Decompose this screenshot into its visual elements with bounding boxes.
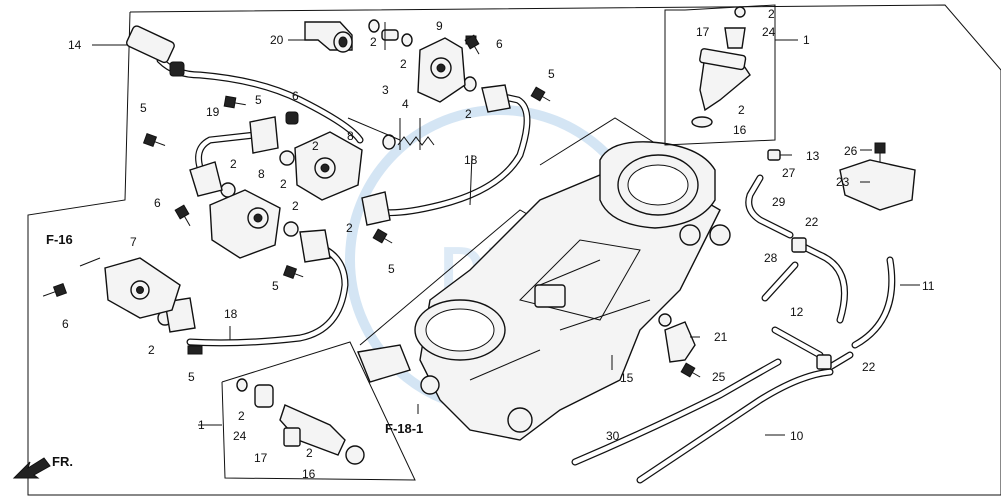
callout-22: 22 bbox=[862, 360, 876, 374]
callout-8: 8 bbox=[258, 167, 265, 181]
regulator-7 bbox=[104, 257, 181, 319]
callout-2: 2 bbox=[400, 57, 407, 71]
diagram-boundary bbox=[27, 4, 1001, 496]
callout-26: 26 bbox=[844, 144, 858, 158]
callout-23: 23 bbox=[836, 175, 850, 189]
bolts bbox=[42, 34, 886, 378]
callout-5: 5 bbox=[255, 93, 262, 107]
callout-6: 6 bbox=[62, 317, 69, 331]
callout-2: 2 bbox=[346, 221, 353, 235]
right-hoses bbox=[571, 149, 916, 484]
fuel-hose-assembly bbox=[126, 25, 364, 144]
bracket-8-lower bbox=[209, 189, 281, 259]
throttle-body-15 bbox=[357, 117, 731, 441]
callout-1: 1 bbox=[198, 418, 205, 432]
callout-6: 6 bbox=[292, 89, 299, 103]
callout-18: 18 bbox=[224, 307, 238, 321]
svg-text:FR.: FR. bbox=[52, 454, 73, 469]
callout-10: 10 bbox=[790, 429, 804, 443]
callout-5: 5 bbox=[272, 279, 279, 293]
ref-f16: F-16 bbox=[46, 232, 73, 247]
leader-lines bbox=[92, 22, 920, 436]
ref-f18-1: F-18-1 bbox=[385, 421, 423, 436]
callout-20: 20 bbox=[270, 33, 284, 47]
callout-17: 17 bbox=[254, 451, 268, 465]
callout-5: 5 bbox=[548, 67, 555, 81]
callout-19: 19 bbox=[206, 105, 220, 119]
callout-21: 21 bbox=[714, 330, 728, 344]
callout-18: 18 bbox=[464, 153, 478, 167]
callout-2: 2 bbox=[465, 107, 472, 121]
callout-24: 24 bbox=[762, 25, 776, 39]
callout-8: 8 bbox=[347, 129, 354, 143]
callout-3: 3 bbox=[382, 83, 389, 97]
callout-24: 24 bbox=[233, 429, 247, 443]
callout-9: 9 bbox=[436, 19, 443, 33]
callout-7: 7 bbox=[130, 235, 137, 249]
front-arrow: FR. bbox=[12, 454, 73, 479]
callout-2: 2 bbox=[148, 343, 155, 357]
callout-16: 16 bbox=[733, 123, 747, 137]
callout-5: 5 bbox=[188, 370, 195, 384]
callout-13: 13 bbox=[806, 149, 820, 163]
callout-2: 2 bbox=[280, 177, 287, 191]
fuel-pipe-19 bbox=[189, 116, 279, 197]
fuel-pipe-18-upper bbox=[361, 84, 531, 226]
callout-12: 12 bbox=[790, 305, 804, 319]
bracket-8-upper bbox=[294, 131, 363, 201]
callout-15: 15 bbox=[620, 371, 634, 385]
callout-5: 5 bbox=[140, 101, 147, 115]
adjusting-screw-4 bbox=[347, 117, 435, 146]
bracket-21 bbox=[664, 321, 696, 363]
fuel-pipe-18-lower bbox=[164, 229, 349, 355]
callout-2: 2 bbox=[292, 199, 299, 213]
callout-11: 11 bbox=[922, 279, 935, 293]
callout-14: 14 bbox=[68, 38, 82, 52]
callout-28: 28 bbox=[764, 251, 778, 265]
callout-2: 2 bbox=[370, 35, 377, 49]
callout-30: 30 bbox=[606, 429, 620, 443]
fitting-20 bbox=[304, 21, 353, 53]
callout-2: 2 bbox=[230, 157, 237, 171]
callout-27: 27 bbox=[782, 166, 796, 180]
callout-2: 2 bbox=[768, 7, 775, 21]
injector-lower-assembly bbox=[221, 341, 416, 481]
callout-2: 2 bbox=[306, 446, 313, 460]
callout-labels: 14 20 2 2 3 4 9 6 2 5 6 5 19 5 8 2 2 2 8… bbox=[62, 7, 935, 481]
callout-1: 1 bbox=[803, 33, 810, 47]
callout-22: 22 bbox=[805, 215, 819, 229]
callout-29: 29 bbox=[772, 195, 786, 209]
callout-17: 17 bbox=[696, 25, 710, 39]
callout-5: 5 bbox=[388, 262, 395, 276]
pressure-regulator-9 bbox=[417, 35, 477, 103]
callout-16: 16 bbox=[302, 467, 316, 481]
injector-upper-assembly bbox=[664, 4, 776, 146]
callout-2: 2 bbox=[738, 103, 745, 117]
callout-2: 2 bbox=[312, 139, 319, 153]
callout-25: 25 bbox=[712, 370, 726, 384]
callout-2: 2 bbox=[238, 409, 245, 423]
callout-6: 6 bbox=[154, 196, 161, 210]
reference-labels: F-16 F-18-1 bbox=[46, 232, 423, 436]
callout-4: 4 bbox=[402, 97, 409, 111]
callout-6: 6 bbox=[496, 37, 503, 51]
